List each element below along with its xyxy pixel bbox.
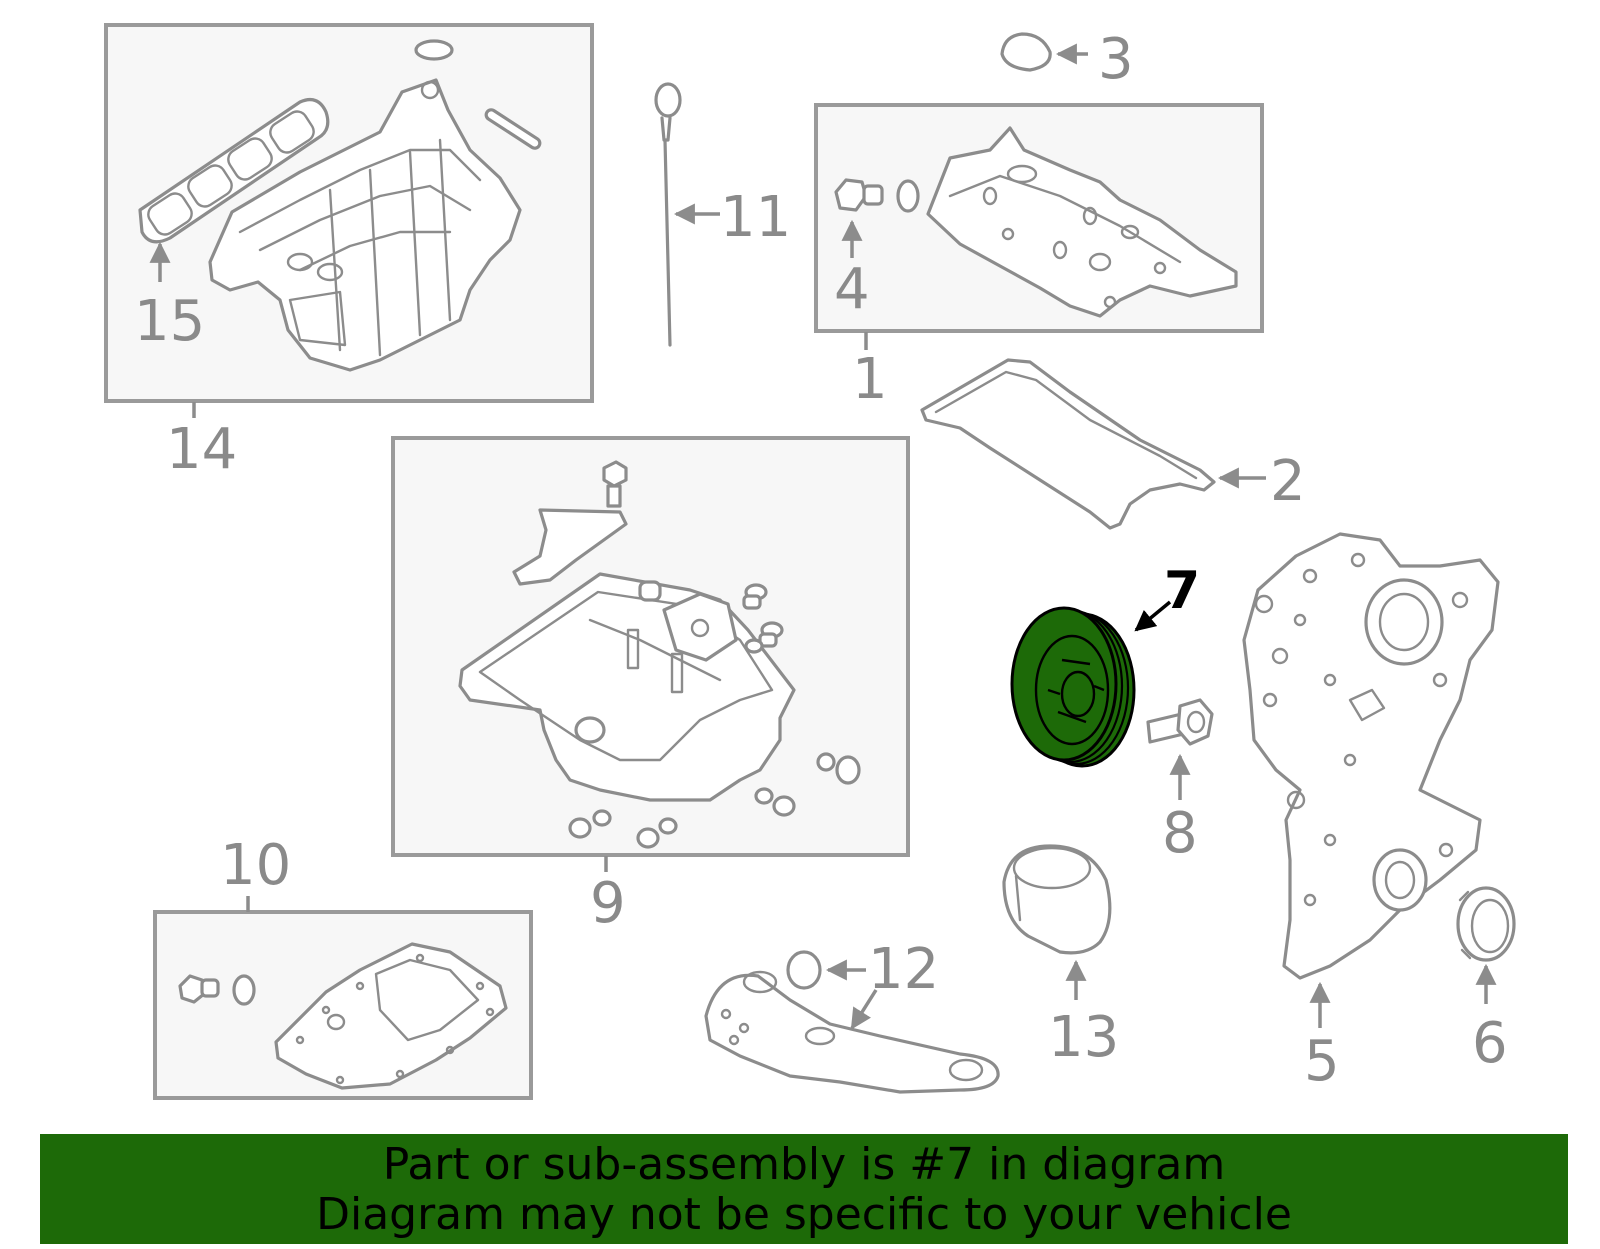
callout-15: 15 [134, 289, 205, 354]
callout-12: 12 [868, 937, 939, 1002]
oil-filter-drawing [1002, 844, 1112, 955]
callout-10: 10 [220, 833, 291, 898]
intake-manifold-drawing [208, 78, 522, 372]
drain-washer-drawing [232, 974, 256, 1006]
callout-1: 1 [852, 347, 888, 412]
intake-manifold-assembly [104, 23, 594, 403]
callout-4: 4 [834, 257, 870, 322]
callout-8: 8 [1162, 801, 1198, 866]
lower-oil-pan-assembly [153, 910, 533, 1100]
info-banner: Part or sub-assembly is #7 in diagram Di… [40, 1134, 1568, 1244]
seal-washer-drawing [896, 179, 920, 213]
pin-drawing [484, 108, 542, 150]
plug-and-washer-drawings [568, 580, 861, 849]
pulley-bolt-drawing [1146, 698, 1214, 746]
valve-cover-drawing [926, 126, 1238, 318]
callout-5: 5 [1304, 1029, 1340, 1094]
timing-cover-drawing [1242, 532, 1500, 980]
callout-6: 6 [1472, 1011, 1508, 1076]
oil-pan-assembly [391, 436, 910, 857]
oil-pan-drawing [458, 572, 796, 802]
drain-plug-drawing [178, 974, 220, 1004]
callout-14: 14 [166, 417, 237, 482]
intake-gasket-drawing [138, 98, 330, 244]
callout-9: 9 [590, 871, 626, 936]
callout-13: 13 [1048, 1005, 1119, 1070]
bolt-drawing [834, 178, 884, 212]
crankshaft-pulley-drawing [1010, 606, 1136, 768]
banner-line-1: Part or sub-assembly is #7 in diagram [382, 1139, 1226, 1190]
callout-7: 7 [1164, 561, 1200, 621]
callout-11: 11 [720, 185, 791, 250]
callout-2: 2 [1270, 449, 1306, 514]
bracket-drawing [512, 508, 628, 586]
oil-cap-drawing [1000, 32, 1052, 72]
oil-pan-bolt-drawing [602, 460, 628, 508]
valve-cover-gasket-drawing [920, 358, 1216, 530]
strainer-o-ring-drawing [786, 950, 822, 990]
oil-strainer-drawing [704, 970, 1000, 1094]
callout-3: 3 [1098, 27, 1134, 92]
o-ring-drawing [414, 39, 454, 61]
banner-line-2: Diagram may not be specific to your vehi… [316, 1189, 1292, 1240]
front-seal-drawing [1456, 886, 1516, 962]
dipstick-drawing [654, 82, 682, 347]
lower-pan-drawing [274, 942, 508, 1090]
valve-cover-assembly [814, 103, 1264, 333]
